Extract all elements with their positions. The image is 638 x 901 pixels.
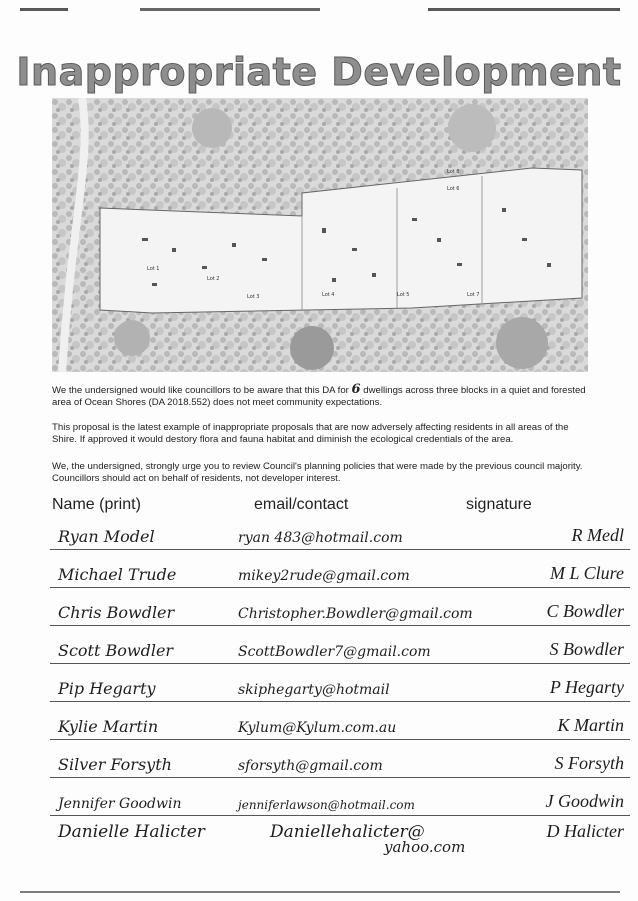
- signatory-row: Chris Bowdler Christopher.Bowdler@gmail.…: [50, 588, 630, 626]
- signatory-name: Silver Forsyth: [58, 755, 172, 774]
- signatory-name: Michael Trude: [58, 565, 177, 584]
- signatory-name: Pip Hegarty: [58, 679, 156, 698]
- signatory-signature: D Halicter: [546, 821, 624, 841]
- signatory-name: Ryan Model: [58, 527, 155, 546]
- signatory-name: Chris Bowdler: [58, 603, 175, 622]
- row-rule: [50, 625, 630, 626]
- aerial-site-plan-image: Lot 1 Lot 2 Lot 3 Lot 4 Lot 5 Lot 6 Lot …: [52, 98, 588, 372]
- site-lot-label: Lot 3: [247, 294, 260, 300]
- column-header-email: email/contact: [254, 496, 349, 513]
- signatory-row: Silver Forsyth sforsyth@gmail.com S Fors…: [50, 740, 630, 778]
- page-title: Inappropriate Development: [16, 50, 622, 95]
- row-rule: [50, 587, 630, 588]
- site-lot-label: Lot 1: [147, 266, 160, 272]
- signatory-row: Pip Hegarty skiphegarty@hotmail P Hegart…: [50, 664, 630, 702]
- signatory-row: Kylie Martin Kylum@Kylum.com.au K Martin: [50, 702, 630, 740]
- signatory-signature: C Bowdler: [546, 601, 624, 621]
- signatory-email: Christopher.Bowdler@gmail.com: [238, 606, 473, 622]
- signatory-email: sforsyth@gmail.com: [238, 758, 383, 774]
- site-lot-label: Lot 6: [447, 186, 460, 192]
- signatory-email: Daniellehalicter@: [270, 822, 425, 842]
- site-lot-label: Lot 5: [397, 292, 410, 298]
- signatory-signature: M L Clure: [549, 563, 624, 583]
- signatory-email-line2: yahoo.com: [384, 838, 466, 856]
- row-rule: [50, 549, 630, 550]
- site-lot-label: Lot 4: [322, 292, 335, 298]
- signatory-signature: K Martin: [557, 715, 624, 735]
- signatory-signature: J Goodwin: [545, 791, 625, 811]
- signatory-signature: R Medl: [571, 525, 624, 545]
- site-lot-label: Lot 8: [447, 169, 460, 175]
- signatory-email: skiphegarty@hotmail: [238, 682, 390, 698]
- signatory-email: Kylum@Kylum.com.au: [238, 720, 397, 736]
- signatory-signature: S Forsyth: [554, 753, 625, 773]
- signatory-email: jenniferlawson@hotmail.com: [238, 798, 415, 812]
- scan-edge-top: [20, 8, 620, 11]
- signatory-name: Kylie Martin: [58, 717, 159, 736]
- signatory-email: ScottBowdler7@gmail.com: [238, 644, 431, 660]
- signatory-name: Jennifer Goodwin: [58, 796, 182, 812]
- row-rule: [50, 777, 630, 778]
- row-rule: [50, 815, 630, 816]
- proposal-paragraph: This proposal is the latest example of i…: [52, 422, 569, 445]
- site-plan-outline: [99, 167, 583, 314]
- signatory-row: Michael Trude mikey2rude@gmail.com M L C…: [50, 550, 630, 588]
- request-paragraph: We, the undersigned, strongly urge you t…: [52, 461, 583, 484]
- signatory-email: mikey2rude@gmail.com: [238, 568, 410, 584]
- signatory-row: Scott Bowdler ScottBowdler7@gmail.com S …: [50, 626, 630, 664]
- site-lot-label: Lot 2: [207, 276, 220, 282]
- column-header-name: Name (print): [52, 496, 141, 513]
- signatory-row: Danielle Halicter Daniellehalicter@ yaho…: [50, 808, 630, 864]
- signatory-signature: S Bowdler: [549, 639, 625, 659]
- row-rule: [50, 663, 630, 664]
- scan-edge-bottom: [20, 891, 620, 893]
- signatory-email: ryan 483@hotmail.com: [238, 530, 403, 546]
- signatory-name: Danielle Halicter: [58, 822, 205, 842]
- column-header-signature: signature: [466, 496, 532, 513]
- signatory-row: Ryan Model ryan 483@hotmail.com R Medl: [50, 512, 630, 550]
- row-rule: [50, 739, 630, 740]
- site-lot-label: Lot 7: [467, 292, 480, 298]
- signatory-name: Scott Bowdler: [58, 641, 174, 660]
- row-rule: [50, 701, 630, 702]
- signatory-row: Jennifer Goodwin jenniferlawson@hotmail.…: [50, 778, 630, 816]
- dwelling-count: 6: [351, 382, 361, 397]
- signatory-signature: P Hegarty: [549, 677, 624, 697]
- intro-paragraph: We the undersigned would like councillor…: [52, 382, 586, 408]
